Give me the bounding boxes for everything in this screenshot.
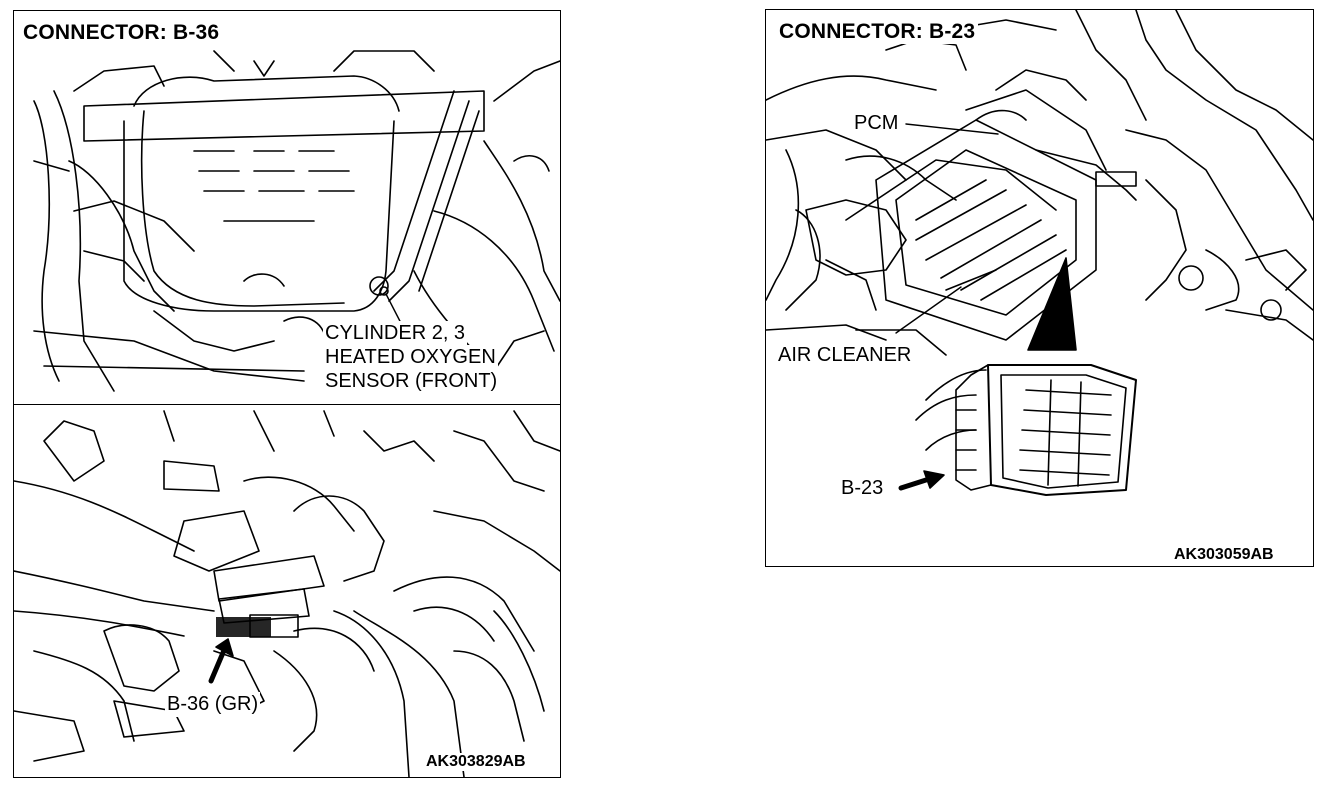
- pcm-label: PCM: [852, 111, 901, 136]
- engine-bay-illustration: [766, 10, 1313, 496]
- sensor-label-line-2: HEATED OXYGEN: [323, 345, 498, 370]
- engine-illustration-top: [14, 50, 560, 777]
- sensor-label-line-1: CYLINDER 2, 3: [323, 321, 468, 346]
- sensor-label-line-3: SENSOR (FRONT): [323, 369, 500, 394]
- figure-code: AK303059AB: [1172, 546, 1276, 564]
- figure-code: AK303829AB: [424, 753, 528, 771]
- connector-label: B-36 (GR): [165, 692, 261, 717]
- air-cleaner-label: AIR CLEANER: [776, 343, 914, 368]
- connector-label: B-23: [839, 476, 886, 501]
- connector-b23-panel: CONNECTOR: B-23 PCM AIR CLEANER B-23 AK3…: [765, 9, 1314, 567]
- panel-divider: [14, 404, 560, 405]
- connector-b36-panel: CONNECTOR: B-36 CYLINDER 2, 3 HEATED OXY…: [13, 10, 561, 778]
- connector-title: CONNECTOR: B-36: [20, 21, 223, 45]
- connector-title: CONNECTOR: B-23: [776, 20, 979, 44]
